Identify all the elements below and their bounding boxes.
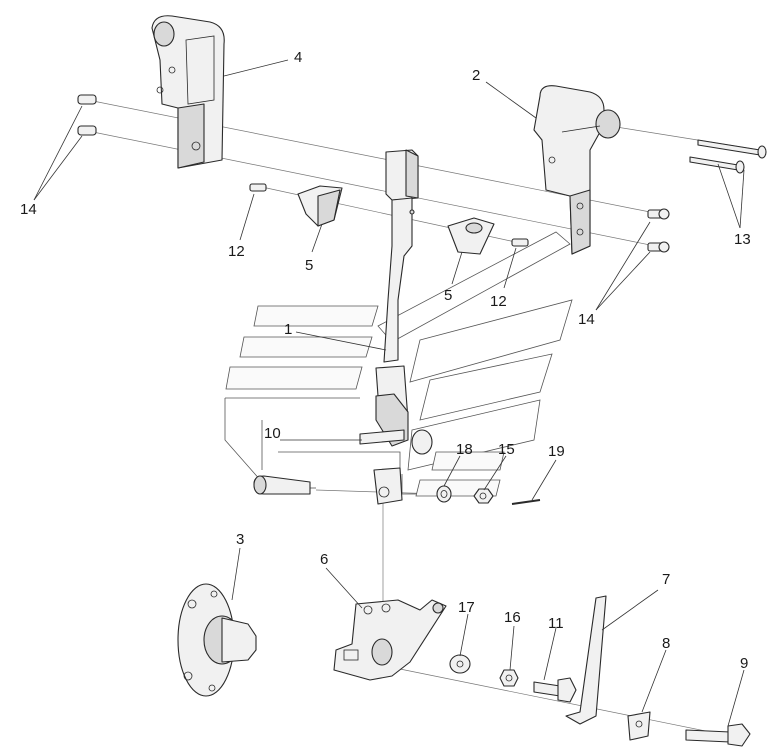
callout-1: 1 (284, 321, 292, 338)
part-1-gear-lever (359, 149, 433, 505)
callout-19: 19 (548, 443, 565, 460)
callout-5-right: 5 (444, 287, 452, 304)
callout-14-left: 14 (20, 201, 37, 218)
callout-8: 8 (662, 635, 670, 652)
callout-12-right: 12 (490, 293, 507, 310)
part-6-shift-bracket (333, 599, 447, 681)
part-16-nut (499, 669, 519, 687)
callout-14-right: 14 (578, 311, 595, 328)
callout-11: 11 (548, 615, 564, 632)
part-5-bushing-right (447, 217, 495, 255)
part-12-pins (249, 183, 529, 247)
part-13-long-bolts (689, 139, 767, 174)
part-15-nut (473, 488, 494, 504)
callout-6: 6 (320, 551, 328, 568)
part-2-right-housing (533, 85, 621, 255)
callout-15: 15 (498, 441, 515, 458)
part-14-screws (77, 94, 670, 253)
part-11-bolt (533, 677, 577, 703)
part-3-flange-bearing (177, 583, 257, 697)
callout-4: 4 (294, 49, 302, 66)
callout-labels: 4 2 3 14 5 5 12 12 1 10 6 7 8 9 11 16 17… (20, 49, 751, 672)
callout-2: 2 (472, 67, 480, 84)
part-4-left-housing (151, 15, 225, 169)
leader-lines (33, 59, 745, 727)
callout-16: 16 (504, 609, 521, 626)
callout-12-left: 12 (228, 243, 245, 260)
callout-13: 13 (734, 231, 751, 248)
part-7-long-bracket (565, 595, 607, 725)
part-17-washer (449, 654, 471, 674)
part-8-angle-bracket (627, 711, 651, 741)
callout-9: 9 (740, 655, 748, 672)
part-5-bushing-left (297, 185, 343, 227)
console-outline (224, 231, 573, 497)
part-19-cotter-pin (511, 499, 541, 505)
callout-10: 10 (264, 425, 281, 442)
part-18-washer (436, 485, 452, 503)
part-10-pivot-pin (253, 475, 311, 495)
part-9-hex-bolt (685, 723, 751, 747)
callout-5-left: 5 (305, 257, 313, 274)
callout-3: 3 (236, 531, 244, 548)
callout-18: 18 (456, 441, 473, 458)
callout-7: 7 (662, 571, 670, 588)
callout-17: 17 (458, 599, 475, 616)
